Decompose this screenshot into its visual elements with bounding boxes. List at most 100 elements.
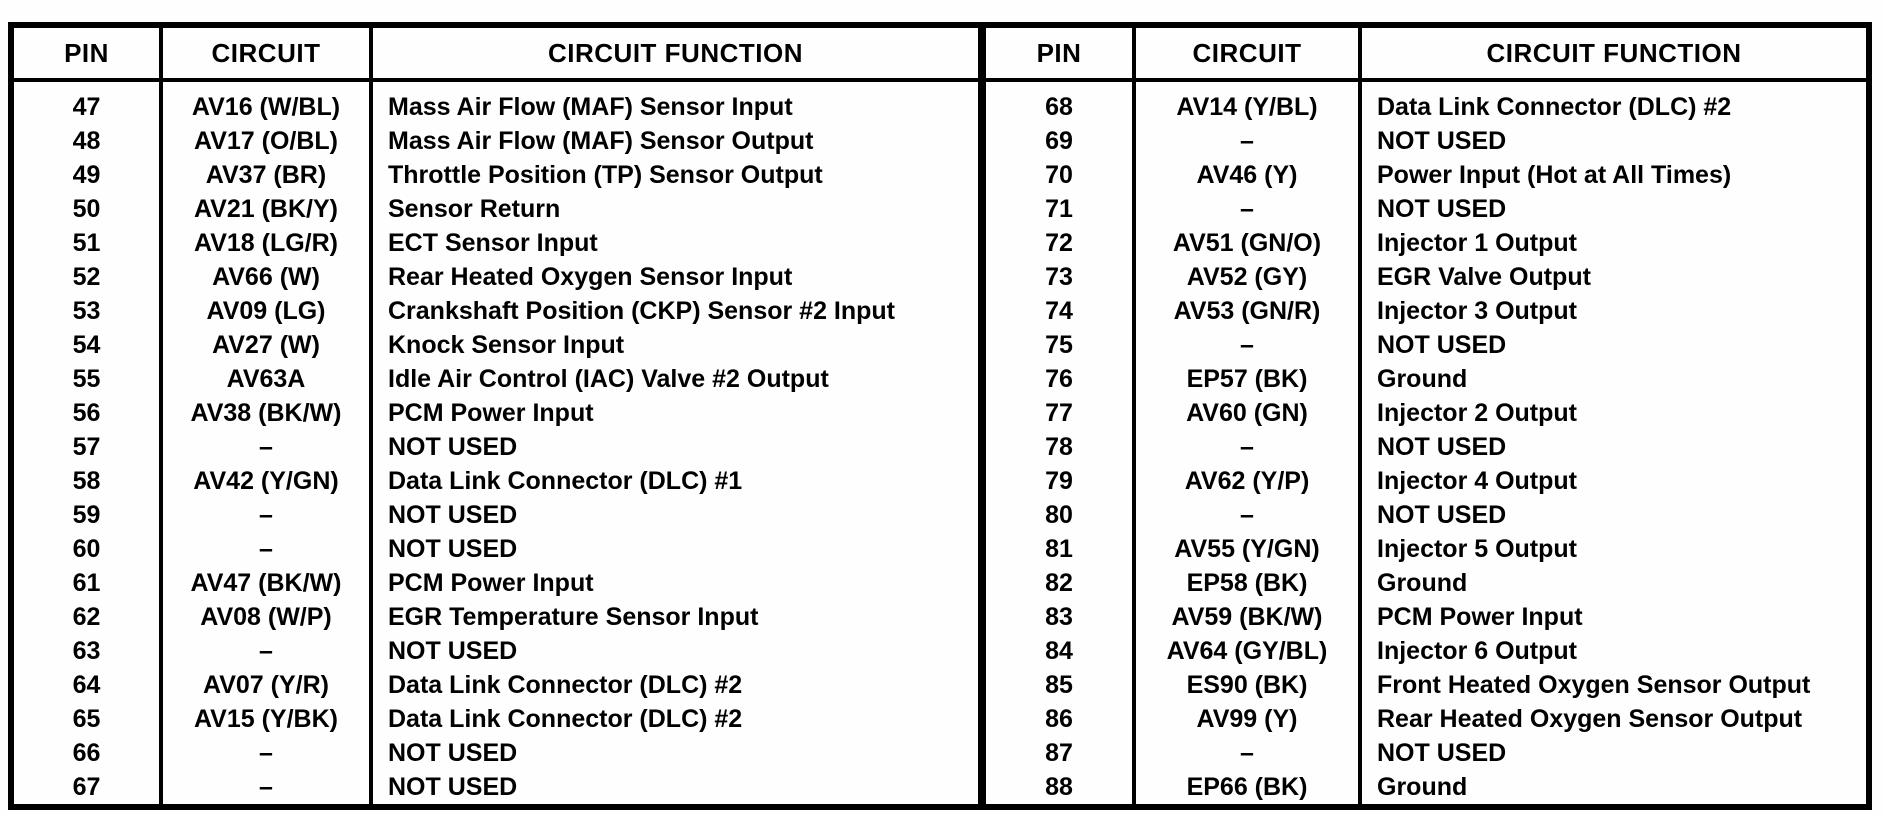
circuit-cell-left: AV18 (LG/R) <box>159 226 371 260</box>
pin-cell-left: 50 <box>72 194 101 223</box>
circuit-function-cell-left: NOT USED <box>369 736 982 770</box>
circuit-function-cell-left: ECT Sensor Input <box>369 226 982 260</box>
table-row: 60 – NOT USED 81 AV55 (Y/GN) Injector 5 … <box>11 532 1869 566</box>
pin-cell-right: 88 <box>978 770 1134 807</box>
circuit-function-cell-right: NOT USED <box>1358 498 1869 532</box>
circuit-cell-left: AV38 (BK/W) <box>159 396 371 430</box>
circuit-function-cell-right: Injector 4 Output <box>1358 464 1869 498</box>
pin-cell-left: 63 <box>72 636 101 665</box>
pin-cell-left: 62 <box>72 602 101 631</box>
pin-cell-left: 53 <box>72 296 101 325</box>
circuit-function-cell-right: Data Link Connector (DLC) #2 <box>1358 80 1869 124</box>
circuit-function-cell-right: NOT USED <box>1358 192 1869 226</box>
table-row: 67 – NOT USED 88 EP66 (BK) Ground <box>11 770 1869 807</box>
circuit-cell-left: – <box>159 634 371 668</box>
circuit-function-cell-left: Knock Sensor Input <box>369 328 982 362</box>
pin-cell-right: 68 <box>978 80 1134 124</box>
circuit-cell-left: AV17 (O/BL) <box>159 124 371 158</box>
table-row: 57 – NOT USED 78 – NOT USED <box>11 430 1869 464</box>
table-row: 63 – NOT USED 84 AV64 (GY/BL) Injector 6… <box>11 634 1869 668</box>
table-body: 47 AV16 (W/BL) Mass Air Flow (MAF) Senso… <box>11 80 1869 807</box>
circuit-cell-right: AV14 (Y/BL) <box>1132 80 1360 124</box>
circuit-function-cell-left: Rear Heated Oxygen Sensor Input <box>369 260 982 294</box>
pin-cell-left: 48 <box>72 126 101 155</box>
circuit-cell-right: AV59 (BK/W) <box>1132 600 1360 634</box>
circuit-cell-right: AV99 (Y) <box>1132 702 1360 736</box>
table-row: 65 AV15 (Y/BK) Data Link Connector (DLC)… <box>11 702 1869 736</box>
circuit-function-cell-right: Front Heated Oxygen Sensor Output <box>1358 668 1869 702</box>
circuit-cell-left: AV16 (W/BL) <box>159 80 371 124</box>
circuit-cell-left: – <box>159 532 371 566</box>
circuit-function-cell-left: Crankshaft Position (CKP) Sensor #2 Inpu… <box>369 294 982 328</box>
circuit-cell-left: AV15 (Y/BK) <box>159 702 371 736</box>
pin-cell-left: 59 <box>72 500 101 529</box>
circuit-function-cell-left: EGR Temperature Sensor Input <box>369 600 982 634</box>
table-row: 62 AV08 (W/P) EGR Temperature Sensor Inp… <box>11 600 1869 634</box>
circuit-cell-right: EP58 (BK) <box>1132 566 1360 600</box>
circuit-cell-left: AV08 (W/P) <box>159 600 371 634</box>
table-row: 64 AV07 (Y/R) Data Link Connector (DLC) … <box>11 668 1869 702</box>
circuit-function-cell-right: EGR Valve Output <box>1358 260 1869 294</box>
pin-cell-right: 83 <box>978 600 1134 634</box>
pin-cell-left: 65 <box>72 704 101 733</box>
circuit-function-cell-left: Sensor Return <box>369 192 982 226</box>
pin-cell-left: 58 <box>72 466 101 495</box>
circuit-cell-left: AV27 (W) <box>159 328 371 362</box>
pin-cell-right: 87 <box>978 736 1134 770</box>
pin-cell-right: 85 <box>978 668 1134 702</box>
circuit-cell-left: AV09 (LG) <box>159 294 371 328</box>
table-row: 59 – NOT USED 80 – NOT USED <box>11 498 1869 532</box>
circuit-function-cell-right: Injector 2 Output <box>1358 396 1869 430</box>
circuit-cell-right: – <box>1132 736 1360 770</box>
pin-cell-right: 69 <box>978 124 1134 158</box>
circuit-function-cell-right: Injector 6 Output <box>1358 634 1869 668</box>
circuit-cell-left: AV42 (Y/GN) <box>159 464 371 498</box>
circuit-function-cell-right: Power Input (Hot at All Times) <box>1358 158 1869 192</box>
table-row: 58 AV42 (Y/GN) Data Link Connector (DLC)… <box>11 464 1869 498</box>
circuit-cell-right: – <box>1132 498 1360 532</box>
circuit-function-cell-right: Ground <box>1358 362 1869 396</box>
circuit-function-cell-left: Mass Air Flow (MAF) Sensor Output <box>369 124 982 158</box>
circuit-function-cell-left: Data Link Connector (DLC) #2 <box>369 668 982 702</box>
circuit-function-cell-right: Injector 1 Output <box>1358 226 1869 260</box>
circuit-cell-right: AV55 (Y/GN) <box>1132 532 1360 566</box>
pin-cell-right: 82 <box>978 566 1134 600</box>
pin-cell-left: 49 <box>72 160 101 189</box>
circuit-cell-left: AV47 (BK/W) <box>159 566 371 600</box>
table-row: 55 AV63A Idle Air Control (IAC) Valve #2… <box>11 362 1869 396</box>
circuit-function-cell-right: PCM Power Input <box>1358 600 1869 634</box>
circuit-cell-right: EP66 (BK) <box>1132 770 1360 807</box>
circuit-cell-left: AV07 (Y/R) <box>159 668 371 702</box>
pin-cell-right: 71 <box>978 192 1134 226</box>
header-pin-right: PIN <box>978 25 1134 82</box>
circuit-function-cell-right: NOT USED <box>1358 430 1869 464</box>
circuit-function-cell-right: Rear Heated Oxygen Sensor Output <box>1358 702 1869 736</box>
table-row: 51 AV18 (LG/R) ECT Sensor Input 72 AV51 … <box>11 226 1869 260</box>
table-row: 53 AV09 (LG) Crankshaft Position (CKP) S… <box>11 294 1869 328</box>
circuit-cell-left: – <box>159 498 371 532</box>
circuit-function-cell-right: Ground <box>1358 566 1869 600</box>
pin-cell-right: 75 <box>978 328 1134 362</box>
circuit-cell-right: – <box>1132 430 1360 464</box>
table-row: 66 – NOT USED 87 – NOT USED <box>11 736 1869 770</box>
circuit-cell-right: – <box>1132 124 1360 158</box>
table-row: 49 AV37 (BR) Throttle Position (TP) Sens… <box>11 158 1869 192</box>
pin-cell-left: 56 <box>72 398 101 427</box>
header-pin-left: PIN <box>11 25 161 82</box>
header-row: PIN CIRCUIT CIRCUIT FUNCTION PIN CIRCUIT… <box>11 25 1869 82</box>
circuit-function-cell-right: NOT USED <box>1358 736 1869 770</box>
circuit-cell-right: AV53 (GN/R) <box>1132 294 1360 328</box>
circuit-cell-right: – <box>1132 328 1360 362</box>
circuit-cell-left: – <box>159 770 371 807</box>
table-row: 61 AV47 (BK/W) PCM Power Input 82 EP58 (… <box>11 566 1869 600</box>
circuit-cell-right: AV62 (Y/P) <box>1132 464 1360 498</box>
circuit-cell-right: AV51 (GN/O) <box>1132 226 1360 260</box>
pcm-connector-pinout-table: PIN CIRCUIT CIRCUIT FUNCTION PIN CIRCUIT… <box>8 22 1872 810</box>
pin-cell-right: 86 <box>978 702 1134 736</box>
circuit-function-cell-right: NOT USED <box>1358 328 1869 362</box>
pin-cell-left: 64 <box>72 670 101 699</box>
pin-cell-right: 84 <box>978 634 1134 668</box>
pin-cell-right: 77 <box>978 396 1134 430</box>
circuit-cell-right: – <box>1132 192 1360 226</box>
